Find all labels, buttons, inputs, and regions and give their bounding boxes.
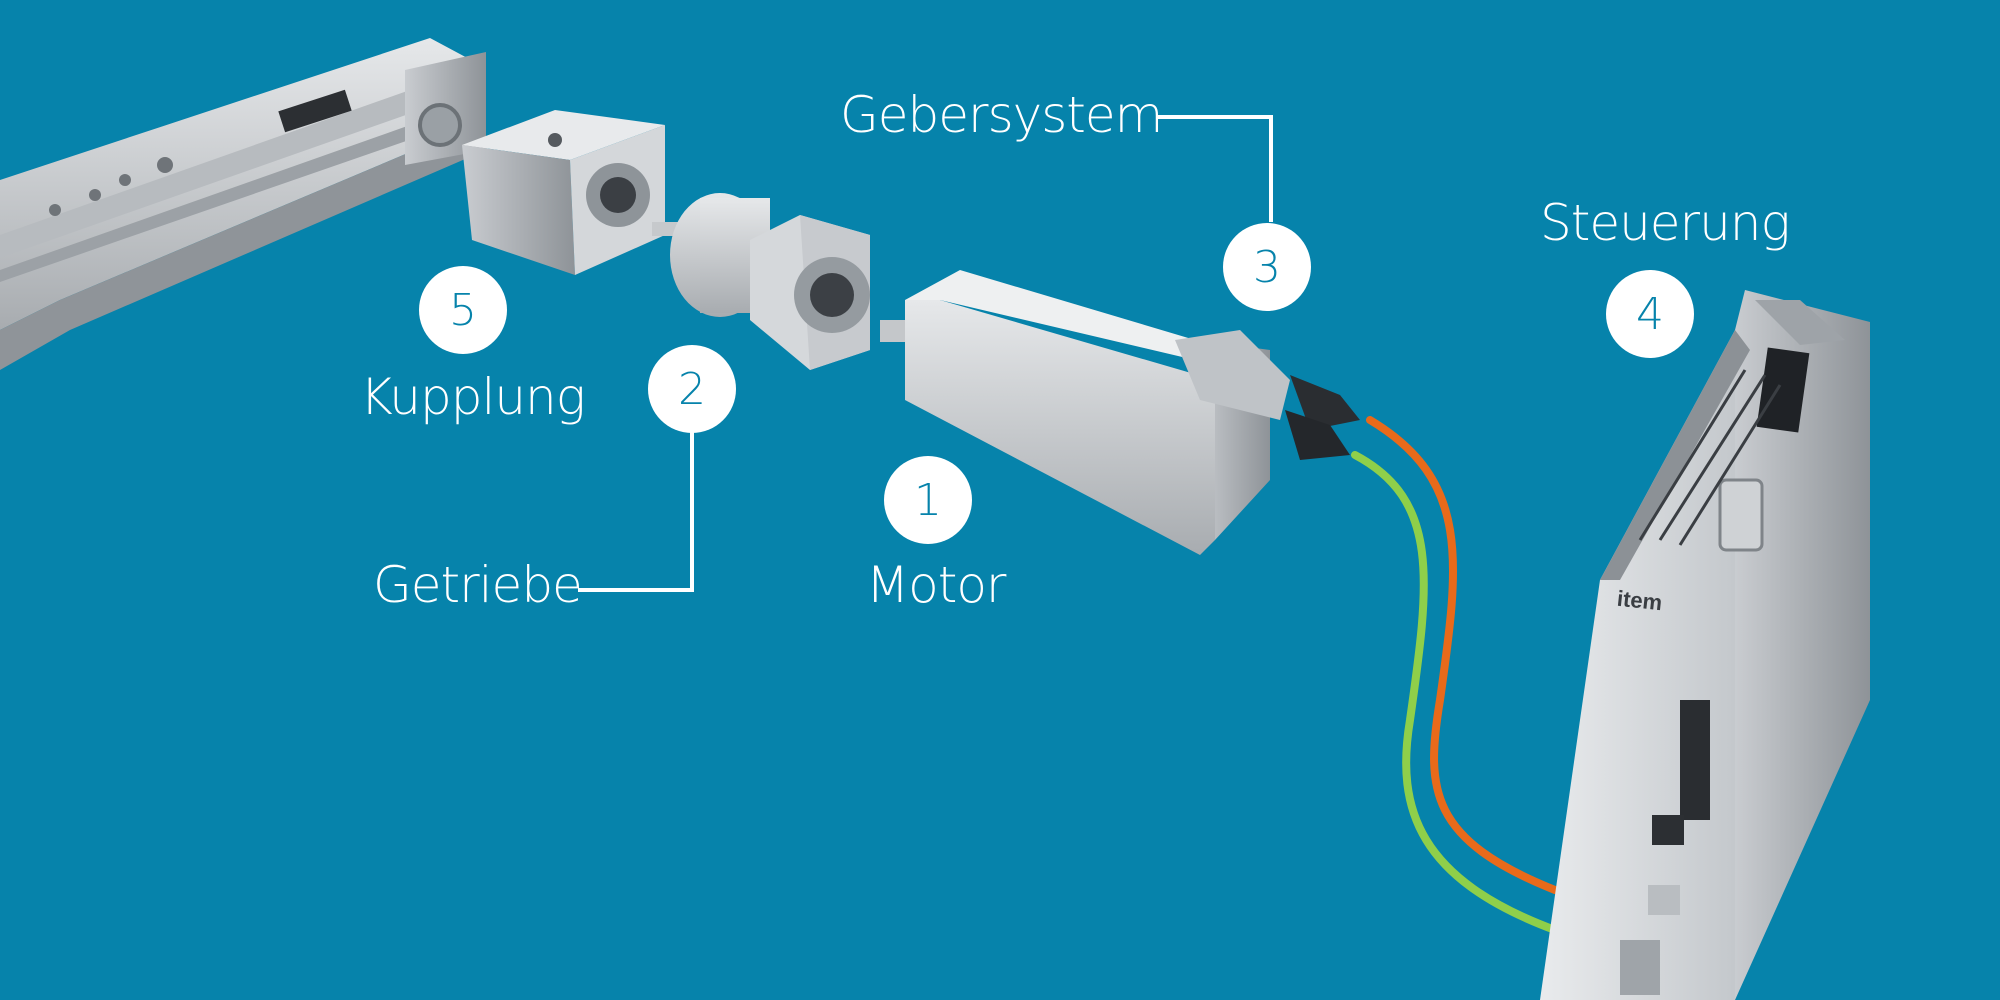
callout-label-gebersystem: Gebersystem [840, 86, 1163, 144]
callout-badge-5: 5 [419, 266, 507, 354]
callout-badge-3: 3 [1223, 223, 1311, 311]
motor-cable [1351, 451, 1559, 934]
callout-badge-1: 1 [884, 456, 972, 544]
gearbox [652, 193, 870, 370]
callout-label-getriebe: Getriebe [373, 556, 583, 614]
controller-brand-text: item [1615, 585, 1664, 616]
servo-controller [1540, 290, 1870, 1000]
gebersystem-leader-line [1158, 115, 1273, 222]
callout-label-motor: Motor [866, 556, 1006, 614]
callout-label-kupplung: Kupplung [360, 368, 586, 426]
linear-axis [0, 38, 486, 370]
coupling-housing [462, 110, 665, 275]
motor [880, 270, 1360, 555]
callout-badge-2: 2 [648, 345, 736, 433]
callout-badge-4: 4 [1606, 270, 1694, 358]
callout-label-steuerung: Steuerung [1540, 194, 1790, 252]
encoder-cable [1366, 416, 1559, 894]
getriebe-leader-line [578, 415, 694, 592]
